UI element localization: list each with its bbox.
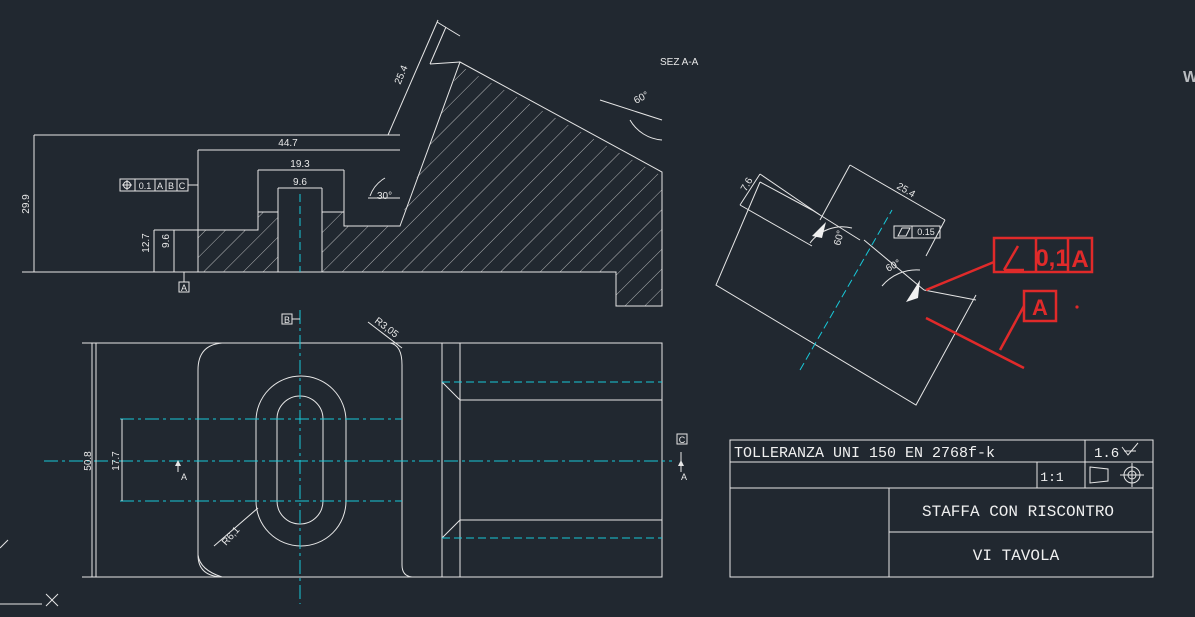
datum-c-label: C xyxy=(679,435,686,445)
top-view-outline xyxy=(91,342,663,578)
svg-text:0.1: 0.1 xyxy=(139,181,152,191)
svg-text:0.15: 0.15 xyxy=(917,227,935,237)
svg-text:B: B xyxy=(168,181,174,191)
angle-60: 60° xyxy=(632,90,651,107)
radius-6-1: R6,1 xyxy=(220,525,243,548)
section-arrow-left: A xyxy=(181,472,187,482)
edge-glyph: W xyxy=(1183,69,1195,86)
svg-text:A: A xyxy=(157,181,163,191)
detail-dim-7-6: 7.6 xyxy=(739,176,756,194)
dim-12-7: 12.7 xyxy=(141,233,152,253)
dim-slant-25-4: 25.4 xyxy=(393,64,411,87)
sheet-label: VI TAVOLA xyxy=(973,547,1060,565)
gdt-flatness-frame xyxy=(893,225,941,239)
dim-17-7: 17.7 xyxy=(111,451,122,471)
section-hatch xyxy=(198,66,662,306)
dim-29-9: 29.9 xyxy=(21,194,32,214)
detail-angle-60a: 60° xyxy=(832,229,847,246)
svg-text:C: C xyxy=(179,181,186,191)
part-name: STAFFA CON RISCONTRO xyxy=(922,503,1114,521)
dim-9-6: 9.6 xyxy=(293,177,307,188)
section-label: SEZ A-A xyxy=(660,57,699,68)
section-arrow-right: A xyxy=(681,472,687,482)
detail-view: 7.6 25.4 60° 60° 0.15 0,1 A A xyxy=(715,164,1094,406)
flatness-icon xyxy=(897,227,911,237)
roughness-value: 1.6 xyxy=(1094,446,1119,462)
roughness-icon xyxy=(1121,442,1139,456)
tolerance-text: TOLLERANZA UNI 150 EN 2768f-k xyxy=(734,445,995,462)
dim-19-3: 19.3 xyxy=(290,159,310,170)
scale-value: 1:1 xyxy=(1040,470,1064,485)
svg-text:A: A xyxy=(1071,246,1088,273)
dim-50-8: 50.8 xyxy=(83,451,94,471)
datum-b-label: B xyxy=(284,315,290,325)
angle-30: 30° xyxy=(377,191,392,202)
datum-a-label: A xyxy=(181,283,187,293)
section-view: 44.7 19.3 9.6 29.9 12.7 9.6 A xyxy=(21,19,699,307)
projection-icon xyxy=(1089,463,1144,487)
title-block: TOLLERANZA UNI 150 EN 2768f-k 1.6 1:1 ST… xyxy=(729,439,1154,578)
gdt-position-frame: 0.1 A B C xyxy=(119,178,198,192)
detail-angle-60b: 60° xyxy=(884,258,903,275)
red-datum-markup[interactable]: A xyxy=(925,289,1079,370)
angularity-icon xyxy=(1002,245,1024,272)
dim-44-7: 44.7 xyxy=(278,138,298,149)
svg-text:A: A xyxy=(1032,295,1048,320)
svg-text:0,1: 0,1 xyxy=(1035,245,1068,272)
red-angularity-markup[interactable]: 0,1 A xyxy=(925,236,1094,292)
top-view: B 50.8 17.7 A A C R3,05 R6,1 xyxy=(44,310,688,604)
ucs-icon xyxy=(0,539,59,607)
dim-9-6-vertical: 9.6 xyxy=(161,234,172,248)
